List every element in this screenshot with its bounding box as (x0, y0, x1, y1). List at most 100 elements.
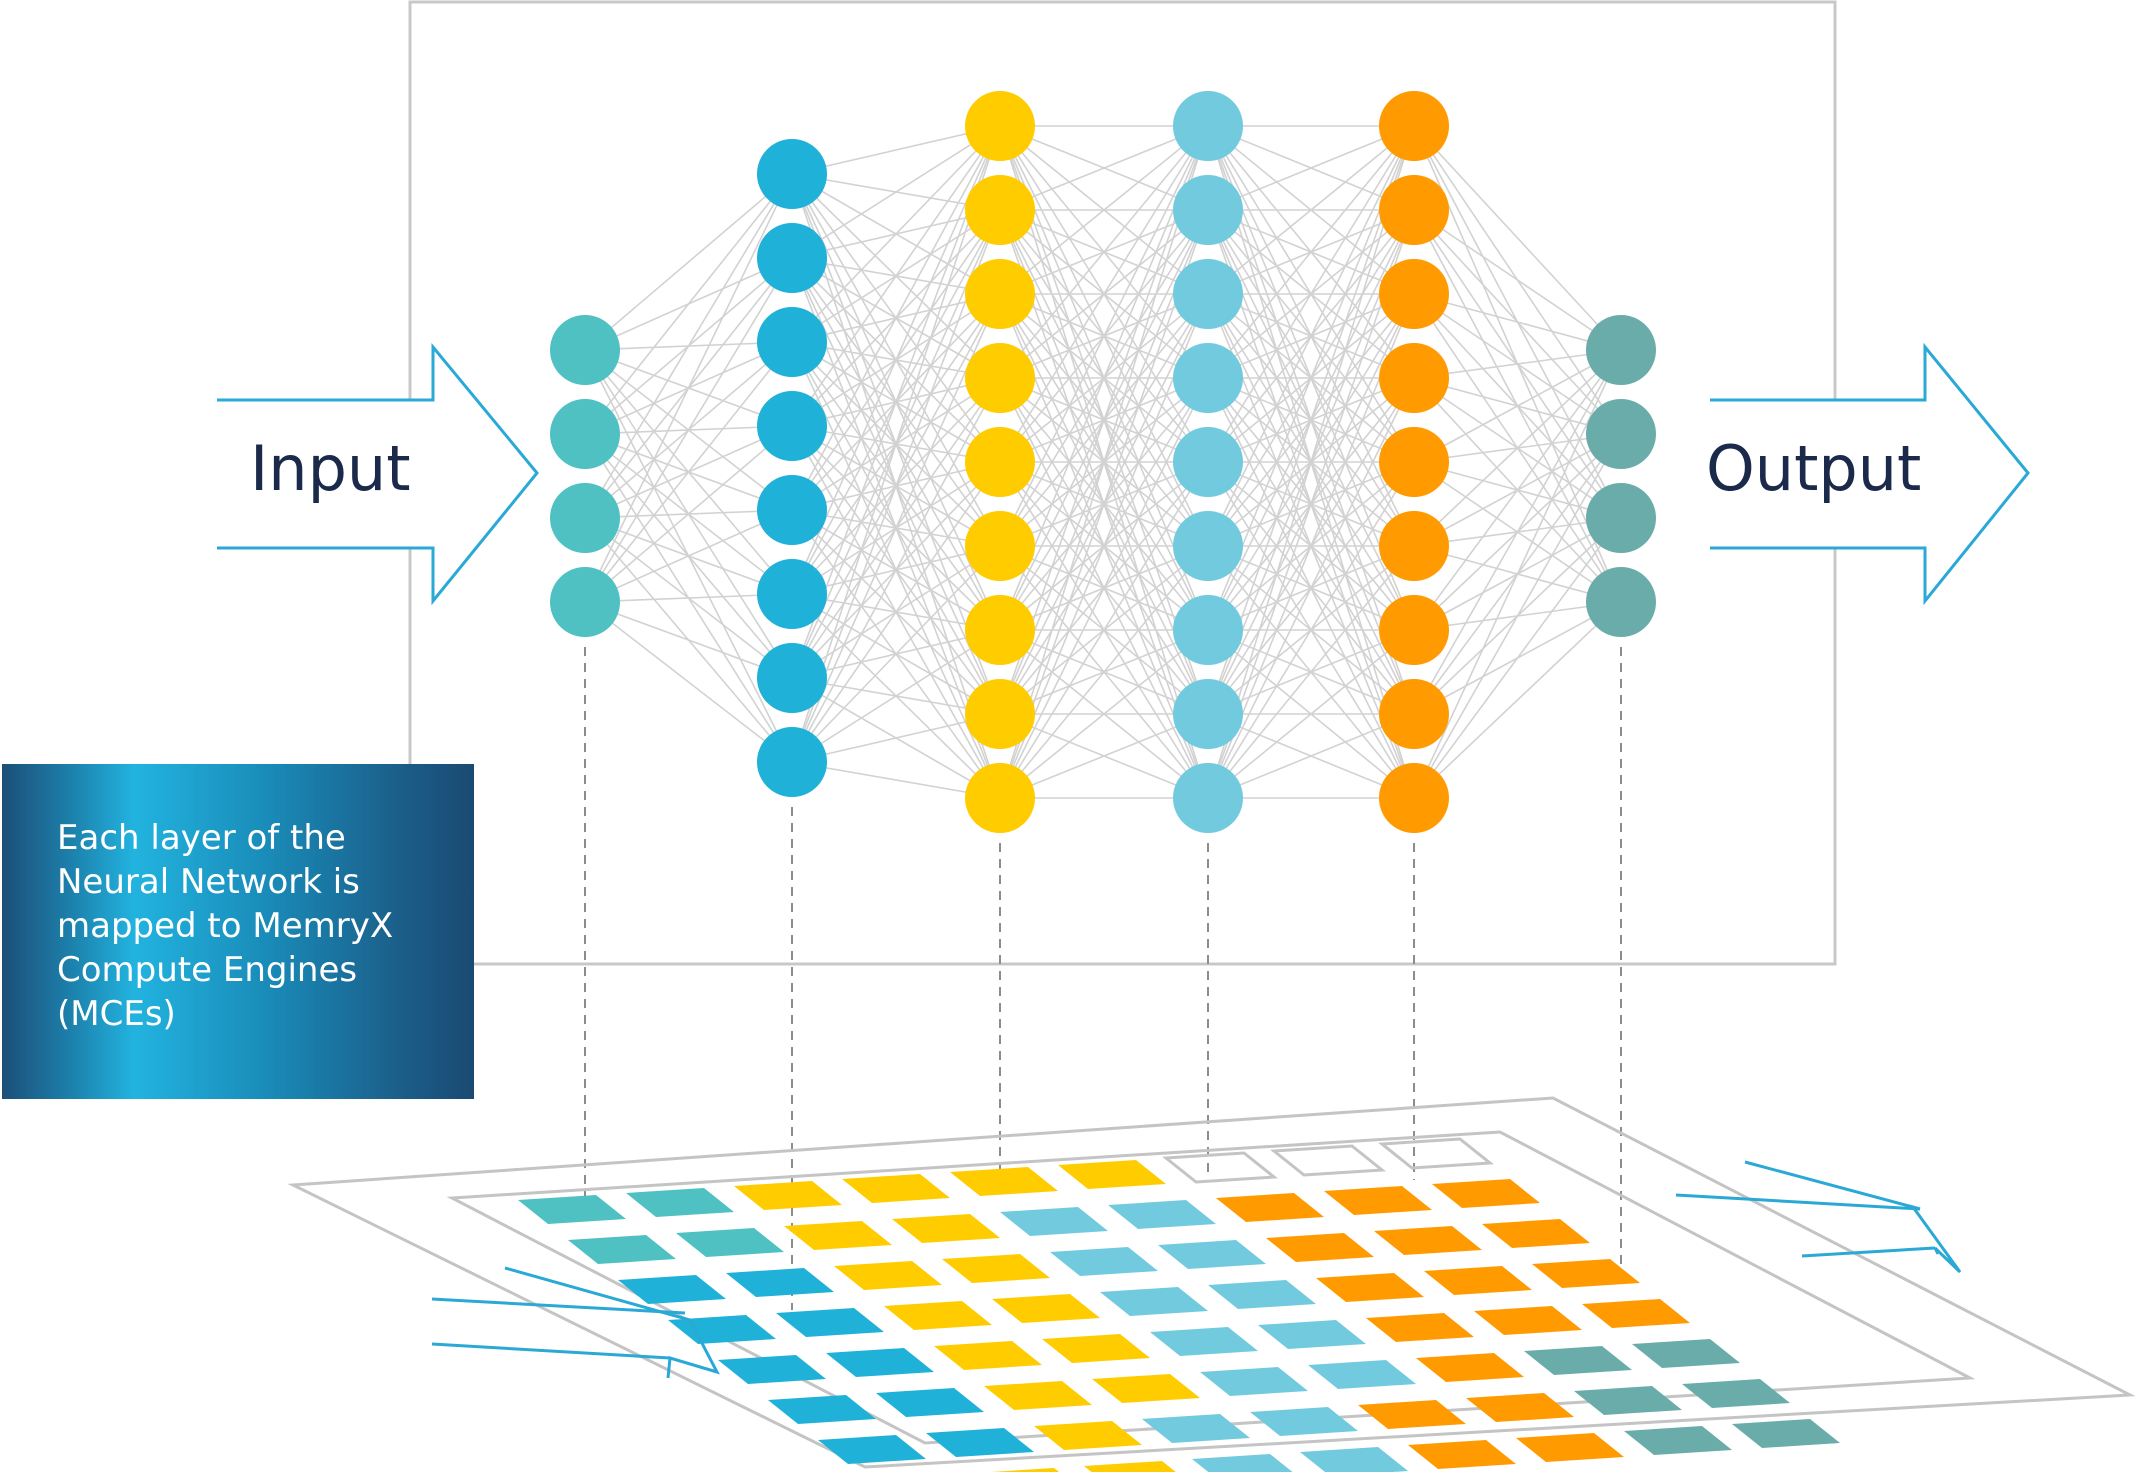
mce-tile (926, 1428, 1034, 1457)
hidden-layer-2-node (965, 343, 1035, 413)
mce-tile (1474, 1306, 1582, 1335)
mce-tile (1200, 1367, 1308, 1396)
hidden-layer-4-node (1379, 91, 1449, 161)
hidden-layer-2-node (965, 595, 1035, 665)
connection-line (791, 545, 1001, 763)
connection-line (584, 509, 793, 603)
hidden-layer-2-node (965, 427, 1035, 497)
mce-tile (884, 1301, 992, 1330)
connection-line (1413, 209, 1622, 351)
output-layer-node (1586, 483, 1656, 553)
connection-line (999, 545, 1209, 799)
hidden-layer-3-node (1173, 91, 1243, 161)
mce-tile (1524, 1346, 1632, 1375)
mce-tile (1100, 1287, 1208, 1316)
chip-in-arrow-head (504, 1266, 720, 1379)
mce-tile (950, 1167, 1058, 1196)
mce-tile (1308, 1360, 1416, 1389)
mce-tile (984, 1381, 1092, 1410)
hidden-layer-4-node (1379, 595, 1449, 665)
connection-line (1207, 629, 1415, 799)
connection-line (1413, 433, 1622, 799)
mce-tile (1270, 1144, 1386, 1177)
mce-tile (626, 1188, 734, 1217)
network-nodes (550, 91, 1656, 833)
input-arrow-left-mask (205, 398, 217, 550)
mce-tile (1466, 1393, 1574, 1422)
connection-line (999, 461, 1209, 799)
hidden-layer-3-node (1173, 175, 1243, 245)
connection-line (584, 601, 793, 763)
caption-text: Each layer of the Neural Network is mapp… (57, 818, 394, 1034)
mce-tile (1092, 1374, 1200, 1403)
mce-tile (1192, 1454, 1293, 1472)
connection-line (999, 713, 1209, 799)
connection-line (791, 629, 1001, 763)
connection-line (1413, 293, 1622, 351)
connection-line (791, 293, 1001, 763)
hidden-layer-3-node (1173, 595, 1243, 665)
mce-tile (1316, 1273, 1424, 1302)
network-frame (408, 0, 1837, 966)
mce-tile (1142, 1414, 1250, 1443)
mce-tile (1516, 1433, 1624, 1462)
output-layer-node (1586, 399, 1656, 469)
hidden-layer-1-node (757, 391, 827, 461)
mce-tile (1358, 1400, 1466, 1429)
mce-tile (1732, 1419, 1840, 1448)
input-layer-node (550, 399, 620, 469)
mce-tile (892, 1214, 1000, 1243)
mce-tile (1258, 1320, 1366, 1349)
hidden-layer-2-node (965, 511, 1035, 581)
connection-line (1413, 349, 1622, 799)
hidden-layer-2-node (965, 259, 1035, 329)
mce-tile (1582, 1299, 1690, 1328)
mce-tile (1416, 1353, 1524, 1382)
hidden-layer-3-node (1173, 427, 1243, 497)
connection-line (1207, 461, 1415, 799)
mce-chip-board (287, 1096, 2136, 1472)
connection-line (791, 125, 1001, 427)
connection-line (584, 173, 793, 435)
mce-grid (518, 1137, 1840, 1472)
chip-out-arrow-head (1744, 1160, 1962, 1274)
connection-line (1413, 601, 1622, 799)
connection-line (791, 125, 1001, 259)
input-layer-node (550, 483, 620, 553)
mce-tile (1378, 1137, 1494, 1170)
connection-line (584, 173, 793, 351)
hidden-layer-1-node (757, 727, 827, 797)
connection-line (999, 629, 1209, 799)
hidden-layer-4-node (1379, 175, 1449, 245)
connection-line (999, 125, 1209, 211)
connection-line (1207, 545, 1415, 799)
output-layer-node (1586, 567, 1656, 637)
connection-line (791, 125, 1001, 679)
hidden-layer-3-node (1173, 679, 1243, 749)
mce-tile (1408, 1440, 1516, 1469)
mce-tile (1432, 1179, 1540, 1208)
mce-tile (991, 1468, 1059, 1472)
connection-line (1207, 377, 1415, 799)
connection-line (584, 425, 793, 603)
mce-tile (1042, 1334, 1150, 1363)
hidden-layer-1-node (757, 139, 827, 209)
layer-connections (584, 125, 1622, 799)
connection-line (1413, 349, 1622, 463)
hidden-layer-3-node (1173, 763, 1243, 833)
connection-line (1413, 517, 1622, 799)
hidden-layer-4-node (1379, 679, 1449, 749)
mce-tile (1624, 1426, 1732, 1455)
mce-tile (826, 1348, 934, 1377)
mce-tile (676, 1228, 784, 1257)
output-arrow (1706, 342, 2030, 606)
input-layer-node (550, 315, 620, 385)
mce-tile (876, 1388, 984, 1417)
connection-line (1207, 125, 1415, 547)
hidden-layer-3-node (1173, 259, 1243, 329)
connection-line (1207, 125, 1415, 211)
hidden-layer-4-node (1379, 427, 1449, 497)
mce-tile (718, 1355, 826, 1384)
connection-line (584, 257, 793, 603)
